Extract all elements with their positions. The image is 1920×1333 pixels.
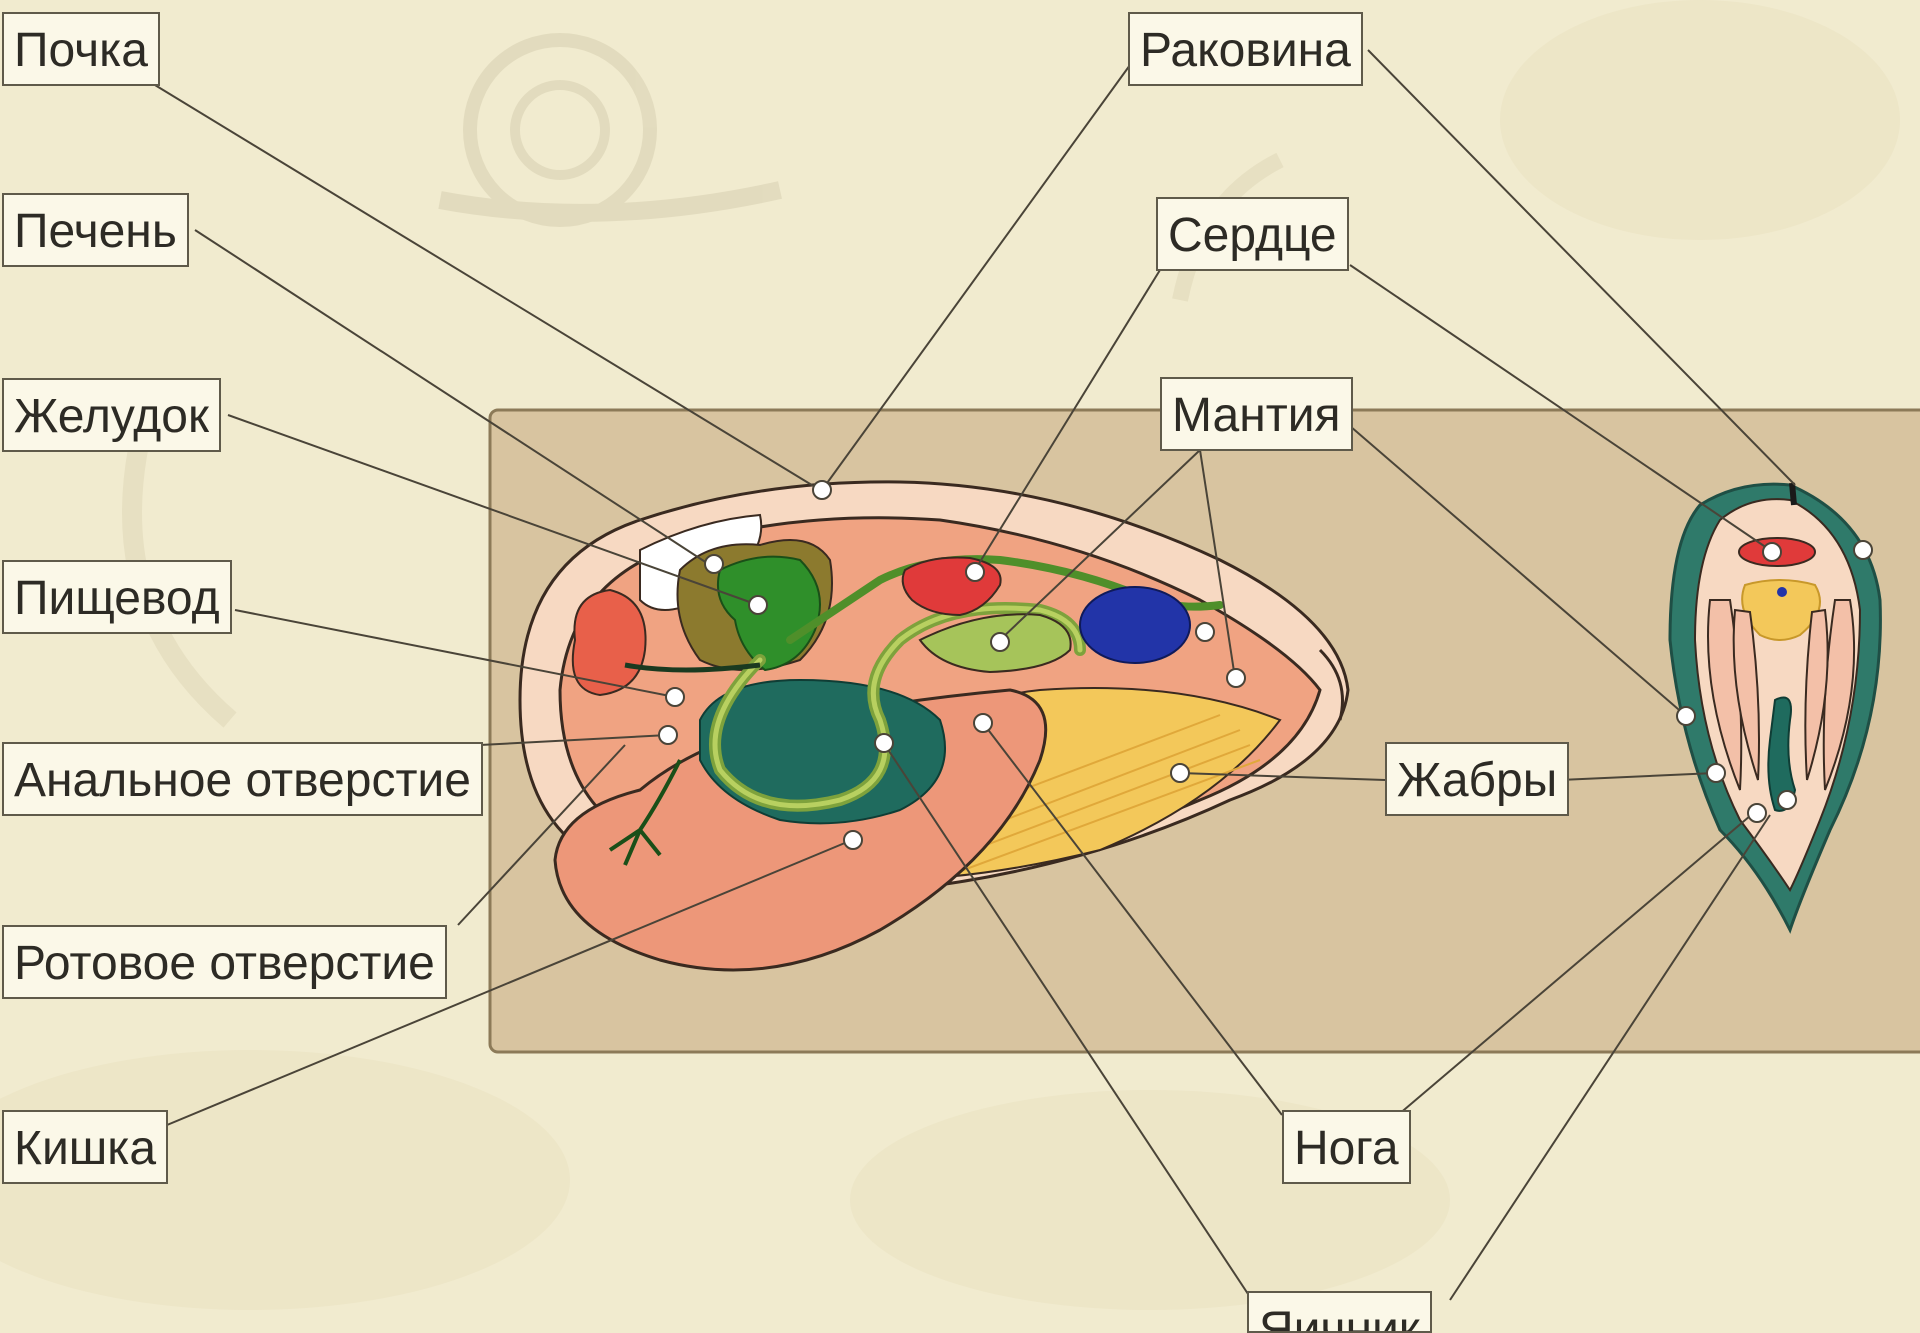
label-zhabry: Жабры (1385, 742, 1569, 816)
dot-serdtse (966, 563, 984, 581)
label-kishka: Кишка (2, 1110, 168, 1184)
label-pishchevod: Пищевод (2, 560, 232, 634)
dot-pishchevod (666, 688, 684, 706)
dot-mantiya (1227, 669, 1245, 687)
label-yaichnik: Яичник (1247, 1291, 1432, 1333)
dot-cross-foot (1748, 804, 1766, 822)
dot-cross-gill (1707, 764, 1725, 782)
dot-zheludok (749, 596, 767, 614)
dot-pechen (705, 555, 723, 573)
label-rotovoe: Ротовое отверстие (2, 925, 447, 999)
label-pochka: Почка (2, 12, 160, 86)
leader-pechen (195, 230, 710, 565)
dot-noga (974, 714, 992, 732)
dot-rakovina (813, 481, 831, 499)
label-zheludok: Желудок (2, 378, 221, 452)
dot-cross-mantle (1677, 707, 1695, 725)
posterior-blue-organ (1080, 587, 1190, 663)
label-mantiya: Мантия (1160, 377, 1353, 451)
label-serdtse: Сердце (1156, 197, 1349, 271)
dot-pericardium (991, 633, 1009, 651)
dot-kishka (875, 734, 893, 752)
dot-zhabry (1171, 764, 1189, 782)
dot-cross-heart (1763, 543, 1781, 561)
label-rakovina: Раковина (1128, 12, 1363, 86)
dot-cross-shell (1854, 541, 1872, 559)
label-pechen: Печень (2, 193, 189, 267)
dot-analnoe (659, 726, 677, 744)
label-noga: Нога (1282, 1110, 1411, 1184)
dot-blue (1196, 623, 1214, 641)
dot-yaichnik (844, 831, 862, 849)
dot-cross-ovary (1778, 791, 1796, 809)
label-analnoe: Анальное отверстие (2, 742, 483, 816)
cross-section-ridge (1792, 483, 1794, 505)
leader-pochka (150, 82, 820, 490)
cross-section-blue-dot (1777, 587, 1787, 597)
